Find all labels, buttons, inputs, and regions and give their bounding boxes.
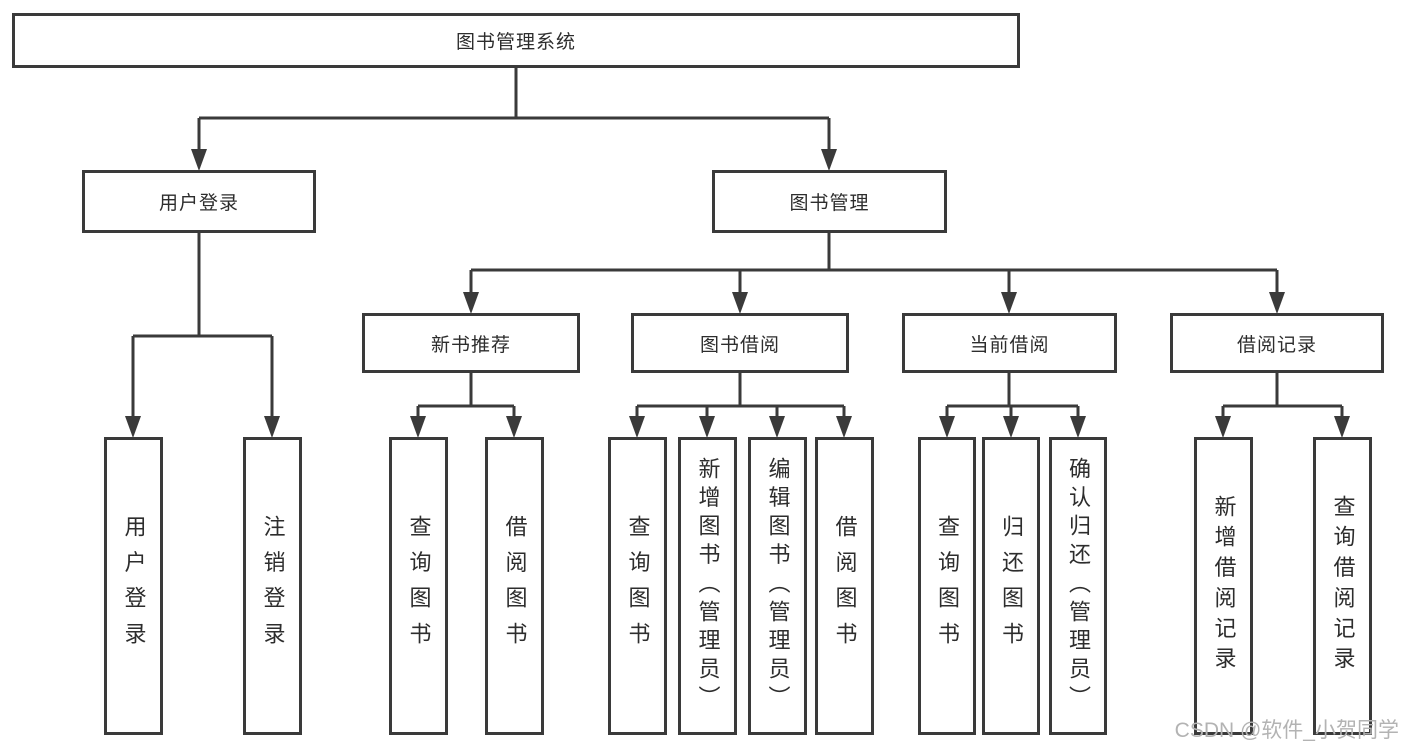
- node-book-borrow-label: 图书借阅: [699, 334, 780, 356]
- node-book-mgmt-branch: 图书管理: [712, 170, 947, 233]
- leaf-query-books-current: 查询图书: [918, 437, 976, 735]
- node-current-borrow: 当前借阅: [902, 313, 1117, 373]
- leaf-edit-books-admin: 编辑图书（管理员）: [748, 437, 807, 735]
- arrowhead-icons: [125, 149, 1350, 438]
- leaf-borrow-books-recommend: 借阅图书: [485, 437, 544, 735]
- leaf-borrow-books-recommend-label: 借阅图书: [502, 514, 528, 658]
- node-user-login-branch: 用户登录: [82, 170, 316, 233]
- node-root-system: 图书管理系统: [12, 13, 1020, 68]
- leaf-query-books-recommend-label: 查询图书: [406, 514, 432, 658]
- leaf-query-books-current-label: 查询图书: [935, 514, 960, 658]
- leaf-query-books-recommend: 查询图书: [389, 437, 448, 735]
- leaf-add-books-admin: 新增图书（管理员）: [678, 437, 737, 735]
- leaf-user-login: 用户登录: [104, 437, 163, 735]
- node-new-book-recommend: 新书推荐: [362, 313, 580, 373]
- leaf-edit-books-admin-label: 编辑图书（管理员）: [765, 457, 791, 715]
- node-new-book-recommend-label: 新书推荐: [430, 334, 511, 356]
- leaf-return-books: 归还图书: [982, 437, 1040, 735]
- leaf-return-books-label: 归还图书: [999, 514, 1024, 658]
- node-current-borrow-label: 当前借阅: [969, 334, 1050, 356]
- node-book-mgmt-label: 图书管理: [789, 193, 870, 214]
- watermark: CSDN @软件_小贺同学: [1174, 719, 1399, 742]
- leaf-add-borrow-record: 新增借阅记录: [1194, 437, 1253, 735]
- leaf-query-borrow-record-label: 查询借阅记录: [1330, 494, 1356, 678]
- node-book-borrow: 图书借阅: [631, 313, 849, 373]
- leaf-logout-label: 注销登录: [260, 514, 286, 658]
- node-user-login-label: 用户登录: [158, 193, 239, 214]
- node-borrow-records: 借阅记录: [1170, 313, 1384, 373]
- leaf-borrow-books-borrow: 借阅图书: [815, 437, 874, 735]
- leaf-add-books-admin-label: 新增图书（管理员）: [695, 457, 721, 715]
- leaf-confirm-return-admin-label: 确认归还（管理员）: [1066, 457, 1091, 715]
- leaf-query-books-borrow-label: 查询图书: [625, 514, 651, 658]
- node-borrow-records-label: 借阅记录: [1236, 334, 1317, 356]
- leaf-query-borrow-record: 查询借阅记录: [1313, 437, 1372, 735]
- node-root-label: 图书管理系统: [455, 32, 576, 53]
- leaf-borrow-books-borrow-label: 借阅图书: [832, 514, 858, 658]
- leaf-query-books-borrow: 查询图书: [608, 437, 667, 735]
- leaf-confirm-return-admin: 确认归还（管理员）: [1049, 437, 1107, 735]
- leaf-logout: 注销登录: [243, 437, 302, 735]
- leaf-user-login-label: 用户登录: [121, 514, 147, 658]
- leaf-add-borrow-record-label: 新增借阅记录: [1211, 494, 1237, 678]
